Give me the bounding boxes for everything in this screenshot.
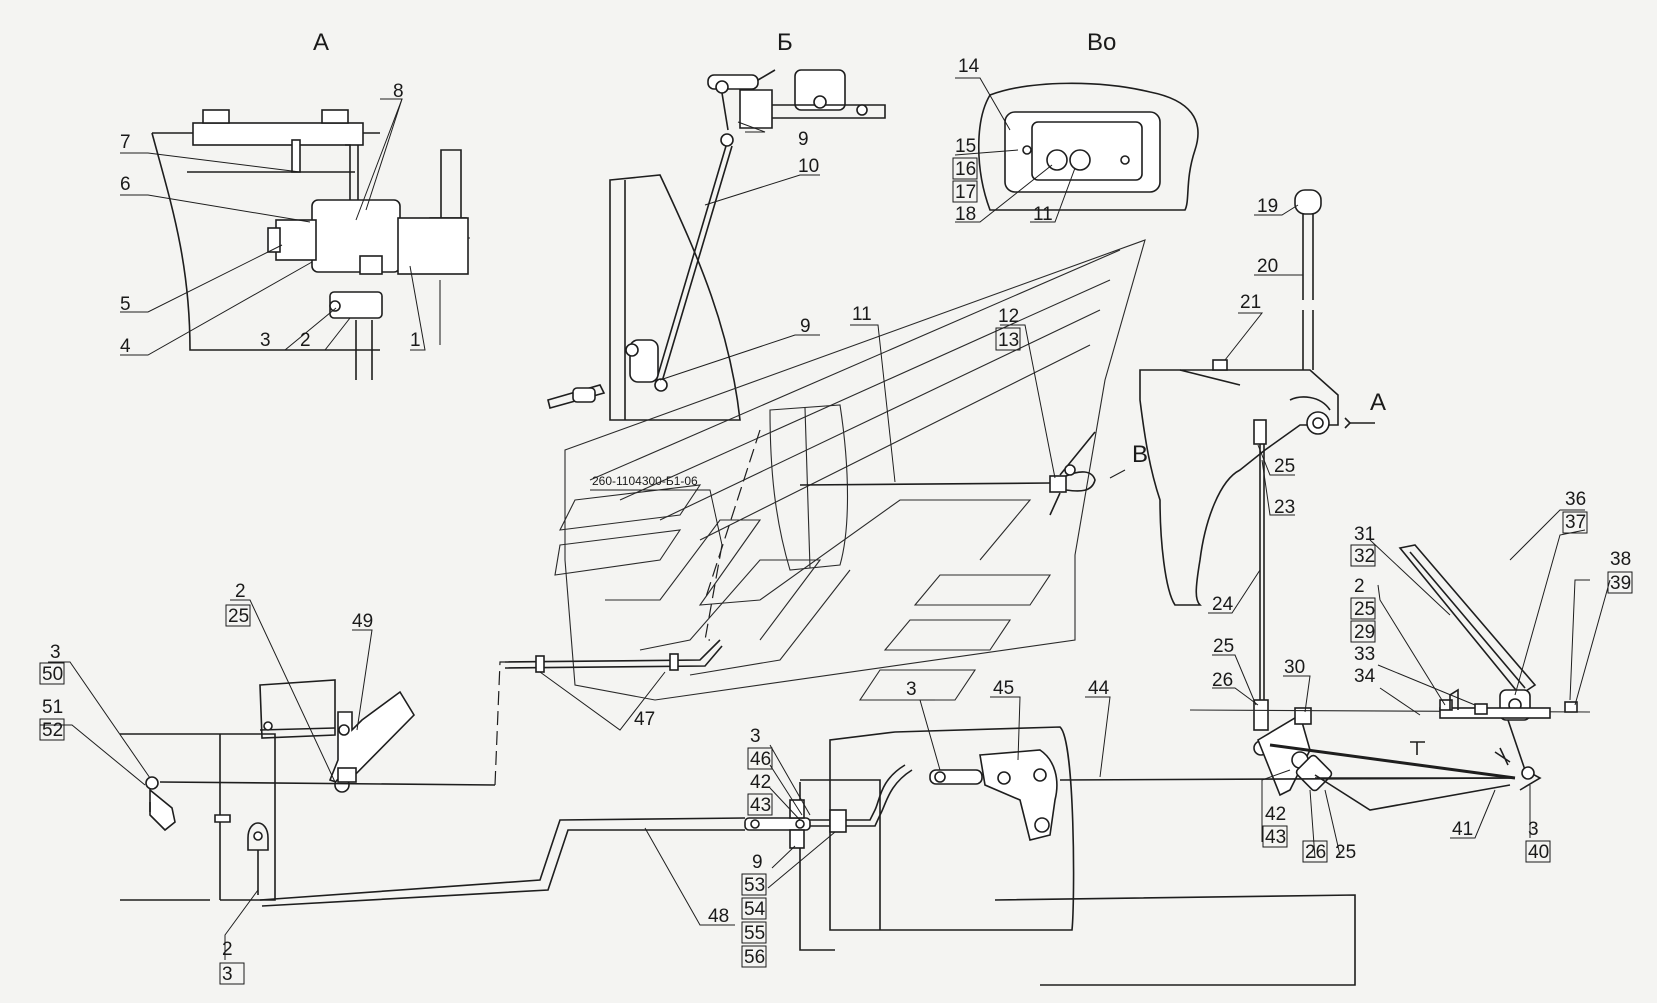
label-c44: 44 bbox=[1088, 678, 1110, 699]
label-b10: 10 bbox=[798, 156, 819, 177]
label-l51: 51 bbox=[42, 697, 63, 718]
label-l2-bottom: 2 bbox=[222, 939, 233, 960]
label-c53: 53 bbox=[744, 875, 765, 896]
label-a8: 8 bbox=[393, 81, 404, 102]
label-c48: 48 bbox=[708, 906, 729, 927]
label-r42: 42 bbox=[1265, 804, 1286, 825]
label-v15: 15 bbox=[955, 136, 976, 157]
label-r24: 24 bbox=[1212, 594, 1234, 615]
label-a4: 4 bbox=[120, 336, 131, 357]
view-v-arrow-label: В bbox=[1132, 441, 1148, 468]
label-b9-bottom: 9 bbox=[800, 316, 811, 337]
label-r43: 43 bbox=[1265, 827, 1286, 848]
label-r2: 2 bbox=[1354, 576, 1365, 597]
label-r30: 30 bbox=[1284, 657, 1305, 678]
label-r25-mid: 25 bbox=[1213, 636, 1234, 657]
view-a-detail: А 8 7 6 5 4 3 2 1 bbox=[120, 29, 470, 380]
label-r26-top: 26 bbox=[1212, 670, 1233, 691]
label-v17: 17 bbox=[955, 182, 976, 203]
label-r23: 23 bbox=[1274, 497, 1295, 518]
label-v18: 18 bbox=[955, 204, 976, 225]
left-control-assembly: 2 25 49 3 50 51 52 2 3 bbox=[39, 581, 505, 985]
label-l25: 25 bbox=[228, 606, 249, 627]
view-v-title: Во bbox=[1087, 29, 1116, 56]
label-m13: 13 bbox=[998, 330, 1019, 351]
label-a2: 2 bbox=[300, 330, 311, 351]
pedal-lever-assembly: А 21 19 20 25 23 bbox=[1139, 189, 1633, 863]
label-l50: 50 bbox=[42, 664, 63, 685]
throttle-rod-assembly: В 11 12 13 260-1104300-Б1-06 47 bbox=[504, 304, 1148, 731]
label-l52: 52 bbox=[42, 720, 63, 741]
label-c3: 3 bbox=[906, 679, 917, 700]
label-r19: 19 bbox=[1257, 196, 1278, 217]
label-r20: 20 bbox=[1257, 256, 1278, 277]
label-l49: 49 bbox=[352, 611, 373, 632]
label-b9-top: 9 bbox=[798, 129, 809, 150]
label-c46: 46 bbox=[750, 749, 771, 770]
label-r3: 3 bbox=[1528, 819, 1539, 840]
label-c9: 9 bbox=[752, 852, 763, 873]
label-v14: 14 bbox=[958, 56, 980, 77]
label-m12: 12 bbox=[998, 306, 1019, 327]
label-r25-bottom: 25 bbox=[1335, 842, 1356, 863]
label-l3-bottom: 3 bbox=[222, 964, 233, 985]
label-r40: 40 bbox=[1528, 842, 1549, 863]
label-r36: 36 bbox=[1565, 489, 1586, 510]
label-c42: 42 bbox=[750, 772, 771, 793]
label-r32: 32 bbox=[1354, 546, 1375, 567]
label-r37: 37 bbox=[1565, 512, 1586, 533]
label-a6: 6 bbox=[120, 174, 131, 195]
label-c54: 54 bbox=[744, 899, 766, 920]
label-r41: 41 bbox=[1452, 819, 1473, 840]
label-a3: 3 bbox=[260, 330, 271, 351]
label-r31: 31 bbox=[1354, 524, 1375, 545]
part-code-label: 260-1104300-Б1-06 bbox=[592, 474, 698, 488]
label-r34: 34 bbox=[1354, 666, 1376, 687]
label-c43: 43 bbox=[750, 795, 771, 816]
label-a7: 7 bbox=[120, 132, 131, 153]
label-r25: 25 bbox=[1354, 599, 1375, 620]
label-v16: 16 bbox=[955, 159, 976, 180]
label-l3: 3 bbox=[50, 642, 61, 663]
label-r25-top: 25 bbox=[1274, 456, 1295, 477]
label-r33: 33 bbox=[1354, 644, 1375, 665]
label-r29: 29 bbox=[1354, 622, 1375, 643]
label-m11: 11 bbox=[852, 304, 872, 325]
label-l2: 2 bbox=[235, 581, 246, 602]
view-v-detail: Во 14 15 16 17 18 11 bbox=[952, 29, 1199, 225]
cab-outline bbox=[554, 239, 1146, 701]
bottom-linkage: 3 45 44 3 46 42 43 9 53 54 55 56 48 bbox=[259, 678, 1516, 986]
label-c47: 47 bbox=[634, 709, 655, 730]
label-a5: 5 bbox=[120, 294, 131, 315]
label-c3-left: 3 bbox=[750, 726, 761, 747]
label-c56: 56 bbox=[744, 947, 765, 968]
label-c55: 55 bbox=[744, 923, 765, 944]
view-b-detail: Б 9 10 9 bbox=[547, 29, 886, 421]
label-v11: 11 bbox=[1033, 204, 1053, 225]
label-r26-bottom: 26 bbox=[1305, 842, 1326, 863]
view-a-arrow-label: А bbox=[1370, 389, 1386, 416]
label-r39: 39 bbox=[1610, 573, 1631, 594]
view-b-title: Б bbox=[777, 29, 793, 56]
label-c45: 45 bbox=[993, 678, 1014, 699]
label-a1: 1 bbox=[410, 330, 421, 351]
label-r38: 38 bbox=[1610, 549, 1631, 570]
view-a-title: А bbox=[313, 29, 329, 56]
label-r21: 21 bbox=[1240, 292, 1261, 313]
